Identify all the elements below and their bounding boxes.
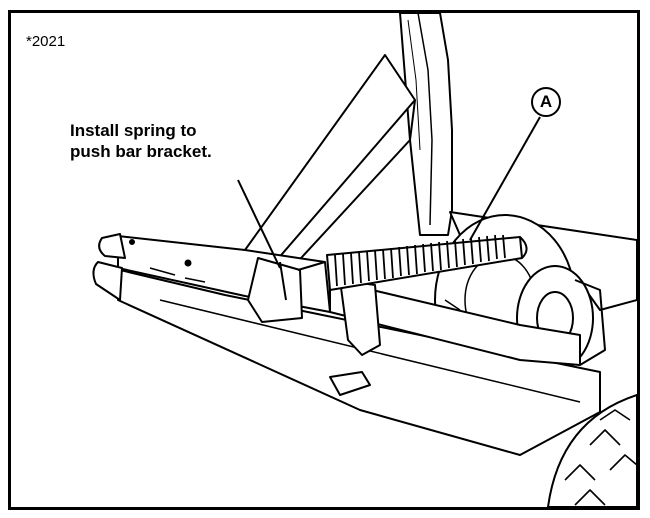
tension-spring bbox=[297, 234, 528, 291]
cross-brace bbox=[329, 279, 581, 366]
callout-leader-line bbox=[469, 116, 541, 241]
caption-leader-line bbox=[237, 179, 281, 269]
instruction-line-2: push bar bracket. bbox=[70, 142, 212, 161]
front-tire bbox=[547, 394, 637, 507]
instruction-line-1: Install spring to bbox=[70, 121, 197, 140]
figure-number: *2021 bbox=[26, 33, 66, 50]
stop-block bbox=[329, 371, 371, 396]
instruction-caption: Install spring to push bar bracket. bbox=[70, 120, 212, 162]
callout-a: A bbox=[531, 87, 561, 117]
push-bar-bracket bbox=[247, 257, 303, 323]
rear-tire bbox=[399, 13, 453, 236]
push-arm bbox=[244, 54, 416, 271]
